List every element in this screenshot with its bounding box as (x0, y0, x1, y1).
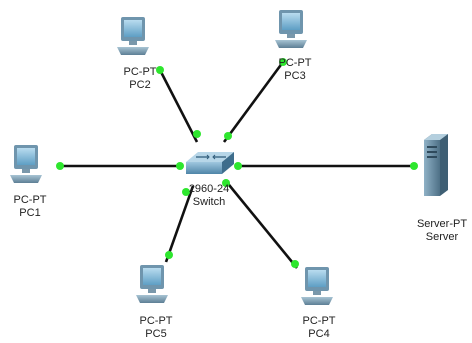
pc5-label: PC-PT PC5 (116, 315, 196, 341)
pc1-icon[interactable] (10, 145, 42, 183)
pc2-label: PC-PT PC2 (100, 66, 180, 92)
pc2-icon[interactable] (117, 17, 149, 55)
pc3-icon[interactable] (275, 10, 307, 48)
switch-port-pc3-status-dot (224, 132, 232, 140)
switch-label: 2960-24 Switch (169, 183, 249, 209)
link-switch-pc4 (223, 179, 299, 269)
link-switch-pc5 (164, 185, 195, 263)
pc4-model-text: PC-PT (302, 315, 336, 327)
link-switch-pc3 (222, 61, 285, 143)
server-icon[interactable] (424, 134, 448, 196)
pc5-icon[interactable] (136, 265, 168, 303)
switch-model-text: 2960-24 (188, 183, 230, 195)
pc1-model-text: PC-PT (13, 194, 47, 206)
switch-port-server-status-dot (234, 162, 242, 170)
switch-name-text: Switch (192, 196, 226, 208)
pc5-model-text: PC-PT (139, 315, 173, 327)
switch-port-pc5-status-dot (182, 188, 190, 196)
ports-layer (56, 58, 418, 268)
pc1-name-text: PC1 (19, 207, 41, 219)
switch-icon[interactable] (186, 152, 234, 174)
pc4-label: PC-PT PC4 (279, 315, 359, 341)
pc1-label: PC-PT PC1 (0, 194, 70, 220)
device-port-pc3-status-dot (279, 58, 287, 66)
pc3-label: PC-PT PC3 (255, 57, 335, 83)
device-port-pc4-status-dot (291, 260, 299, 268)
server-label: Server-PT Server (402, 218, 472, 244)
pc2-name-text: PC2 (129, 79, 151, 91)
device-port-server-status-dot (410, 162, 418, 170)
pc4-name-text: PC4 (308, 328, 330, 340)
pc3-model-text: PC-PT (278, 57, 312, 69)
switch-port-pc4-status-dot (222, 179, 230, 187)
links-layer (58, 61, 416, 269)
server-name-text: Server (425, 231, 459, 243)
pc3-name-text: PC3 (284, 70, 306, 82)
device-port-pc5-status-dot (165, 251, 173, 259)
switch-port-pc1-status-dot (176, 162, 184, 170)
device-port-pc2-status-dot (156, 66, 164, 74)
server-model-text: Server-PT (416, 218, 468, 230)
link-switch-pc2 (158, 69, 199, 143)
device-port-pc1-status-dot (56, 162, 64, 170)
pc2-model-text: PC-PT (123, 66, 157, 78)
switch-port-pc2-status-dot (193, 130, 201, 138)
pc4-icon[interactable] (301, 267, 333, 305)
pc5-name-text: PC5 (145, 328, 167, 340)
